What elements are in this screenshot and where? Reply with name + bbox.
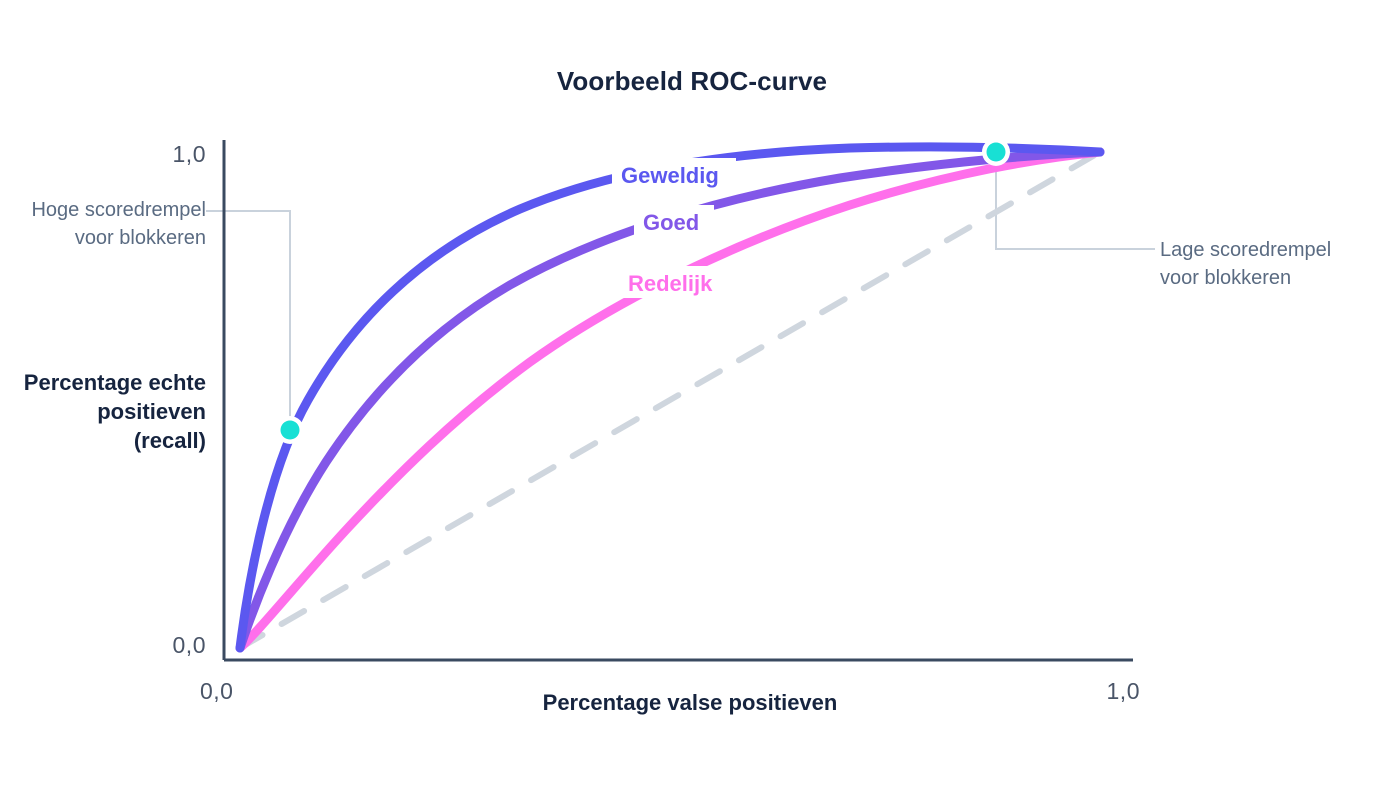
annotation-high-threshold: Hoge scoredrempel voor blokkeren: [31, 199, 206, 249]
x-axis-tick-min: 0,0: [200, 678, 234, 704]
threshold-marker-low: [982, 138, 1010, 166]
y-axis-tick-min: 0,0: [172, 632, 206, 658]
leader-lines: [206, 152, 1155, 430]
x-axis-title: Percentage valse positieven: [542, 690, 838, 715]
axis-lines: [222, 140, 1133, 662]
curve-redelijk: [235, 147, 1105, 653]
y-axis-tick-max: 1,0: [172, 141, 206, 167]
curve-label-geweldig: Geweldig: [621, 163, 719, 188]
curve-goed: [235, 147, 1105, 653]
threshold-marker-high: [276, 416, 304, 444]
x-axis-tick-max: 1,0: [1106, 678, 1140, 704]
y-axis-title: Percentage echte positieven (recall): [23, 370, 206, 453]
page-title: Voorbeeld ROC-curve: [556, 66, 828, 96]
diagonal-reference-line: [237, 149, 1103, 651]
annotation-low-threshold: Lage scoredrempel voor blokkeren: [1160, 239, 1332, 289]
curve-label-goed: Goed: [643, 210, 700, 235]
curve-label-redelijk: Redelijk: [628, 271, 713, 296]
curve-geweldig: [235, 142, 1105, 653]
